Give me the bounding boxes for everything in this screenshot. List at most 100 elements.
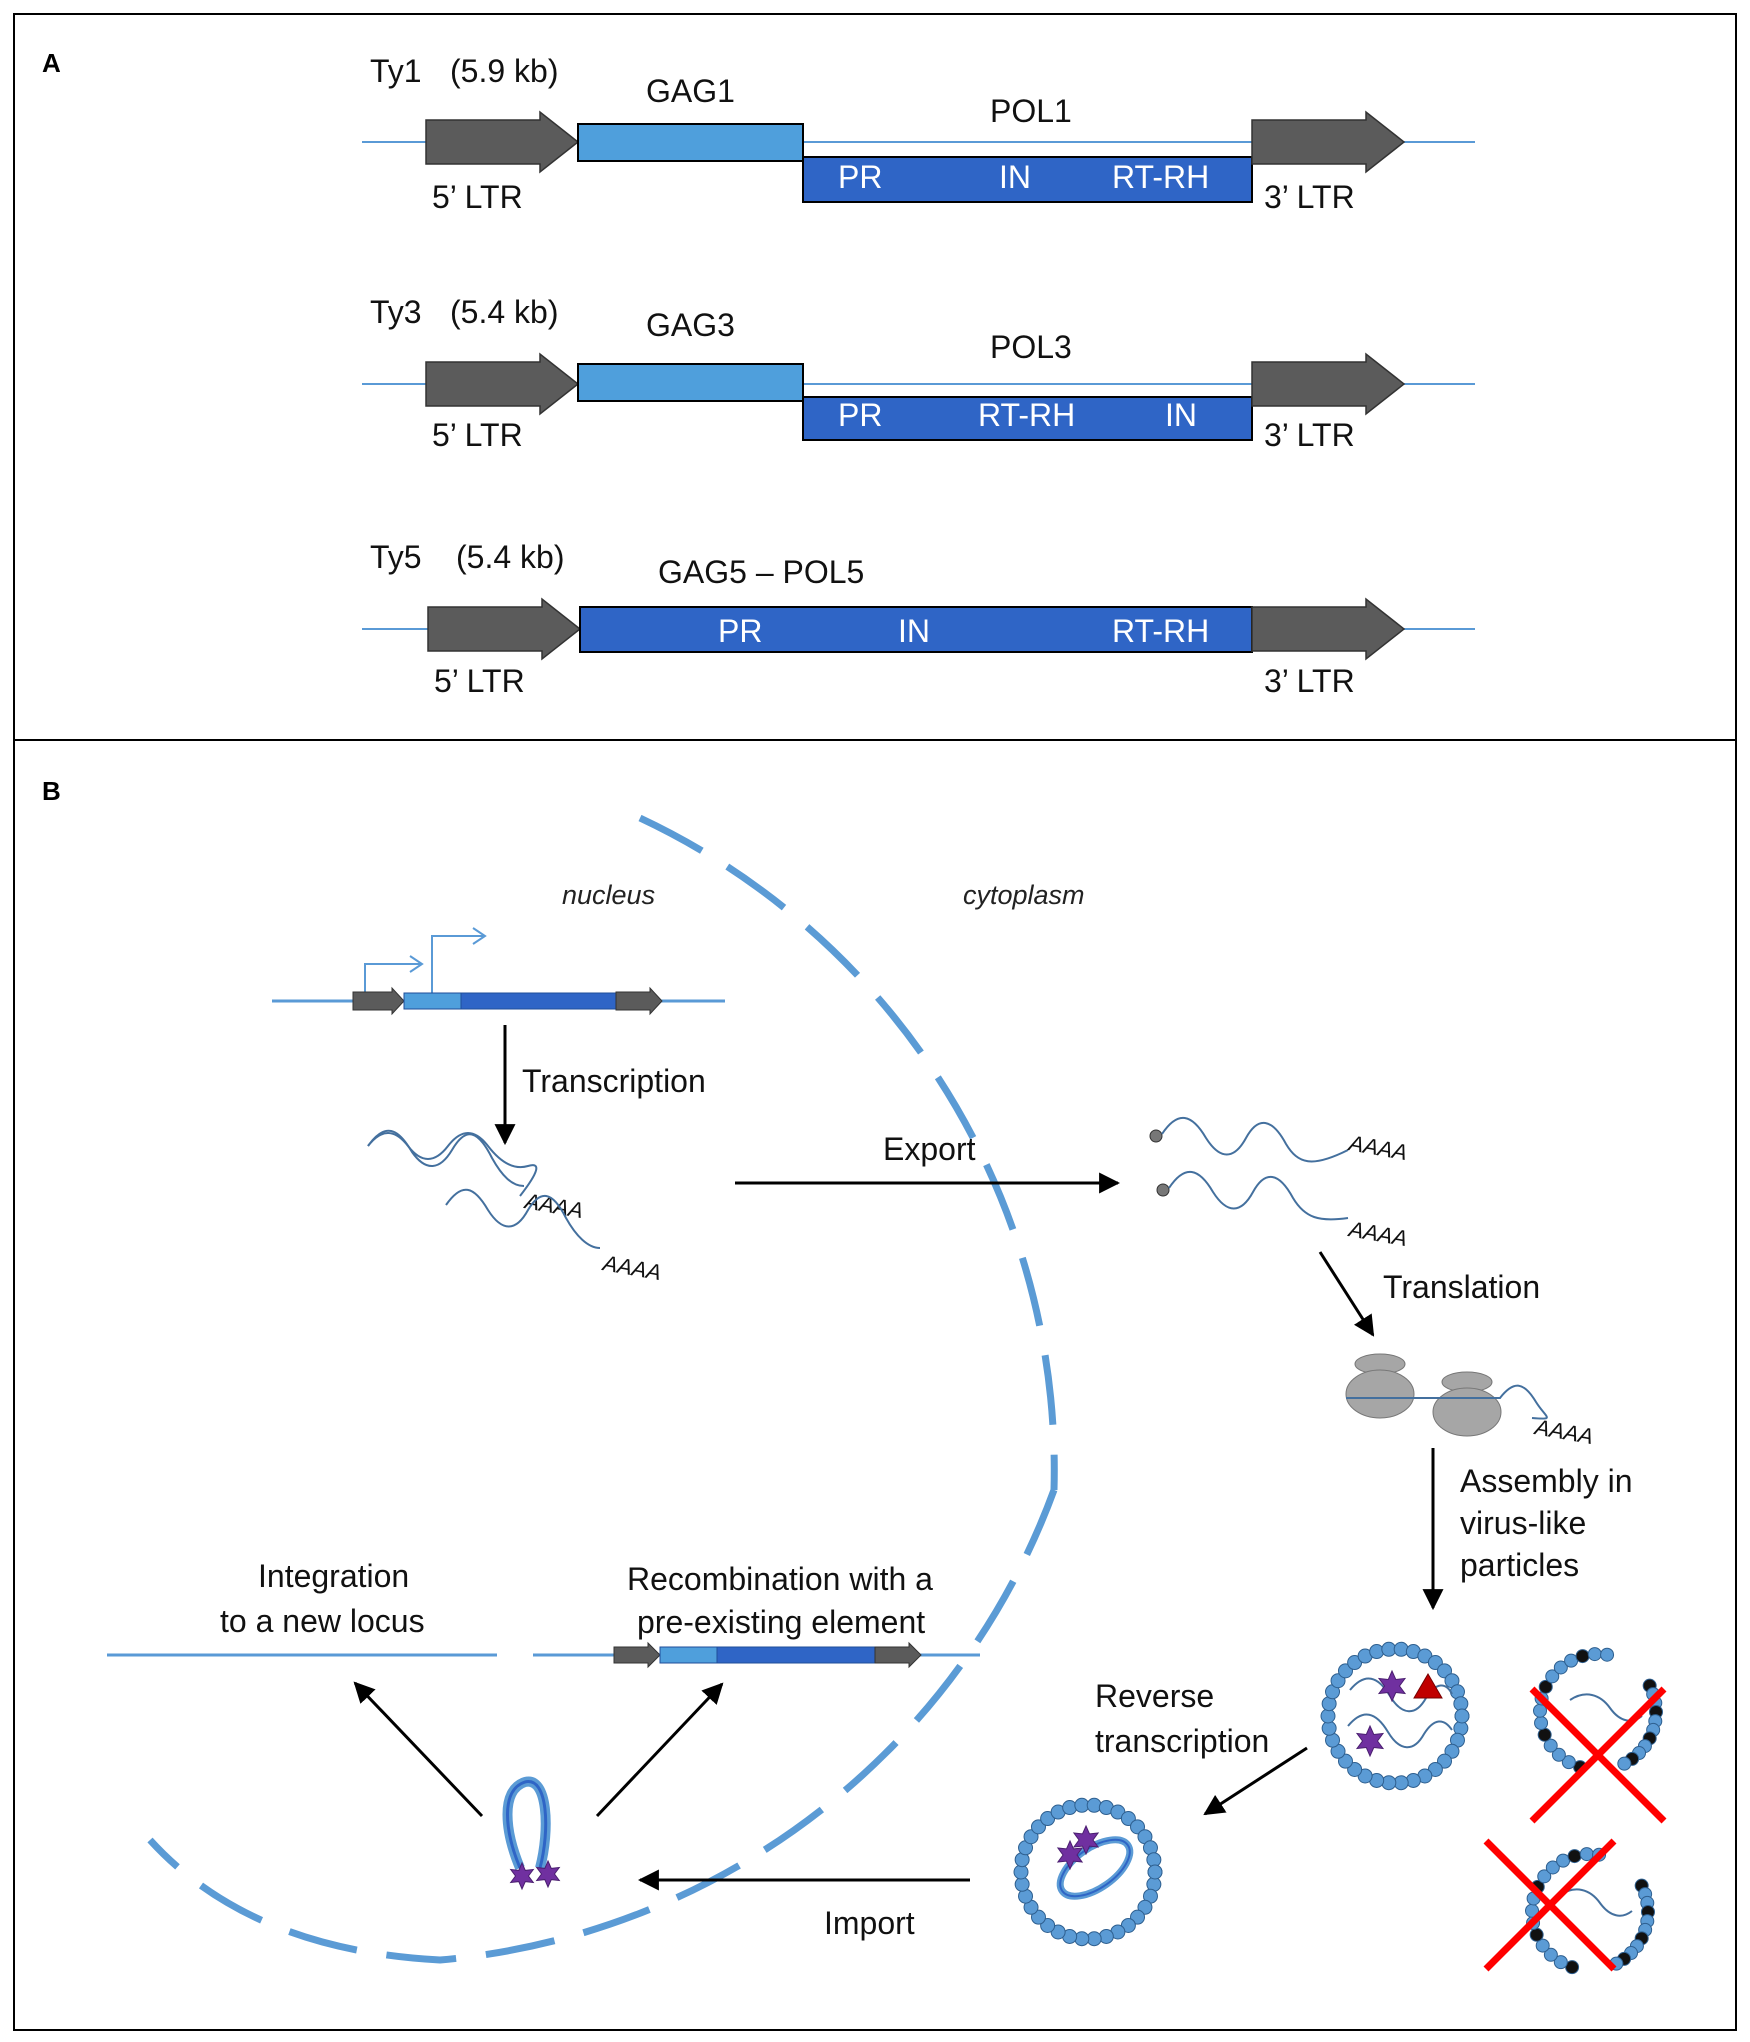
ty1-size: (5.9 kb) <box>450 53 558 89</box>
packaged-rna <box>1347 1713 1453 1749</box>
ty1-domain-rtrh: RT-RH <box>1112 159 1209 195</box>
capsid-bead <box>1454 1708 1470 1724</box>
assembly-label-line2: virus-like <box>1460 1505 1586 1541</box>
polya-tail-2: AAAA <box>599 1250 663 1285</box>
capsid-bead <box>1381 1775 1397 1791</box>
ty1-3ltr-label: 3’ LTR <box>1264 179 1355 215</box>
panel-a-letter: A <box>42 48 61 78</box>
ty1-pol-label: POL1 <box>990 93 1072 129</box>
ty5-domain-rtrh: RT-RH <box>1112 613 1209 649</box>
integrase-star <box>509 1861 535 1891</box>
ty3-3ltr-label: 3’ LTR <box>1264 417 1355 453</box>
cdna-loop-outline <box>1059 1838 1131 1898</box>
capsid-bead <box>1537 1869 1552 1884</box>
ty5-5ltr-arrow <box>427 597 582 661</box>
panel-b-letter: B <box>42 776 61 806</box>
ty3-pol-label: POL3 <box>990 329 1072 365</box>
integrase-proteins <box>509 1859 561 1891</box>
red-cross-stroke <box>1529 1686 1667 1824</box>
capsid-bead <box>1587 1647 1602 1662</box>
recombination-arrow <box>595 1682 724 1818</box>
integration-label-line2: to a new locus <box>220 1603 425 1639</box>
ty3-domain-pr: PR <box>838 397 882 433</box>
defective-particle-2 <box>1483 1838 1655 1975</box>
integrase-star <box>535 1859 561 1889</box>
reverse-transcription-arrow <box>1203 1746 1308 1816</box>
ty3-domain-in: IN <box>1165 397 1197 433</box>
translation-label: Translation <box>1383 1269 1540 1305</box>
ty1-5ltr-arrow <box>425 110 580 174</box>
dark-bead <box>1537 1727 1552 1742</box>
ty5-element-map: Ty5 (5.4 kb) GAG5 – POL5 PR IN RT-RH 5’ … <box>362 539 1475 699</box>
ty5-domain-pr: PR <box>718 613 762 649</box>
integrase-star <box>1355 1724 1385 1758</box>
capsid-bead <box>1551 1747 1566 1762</box>
dark-bead <box>1575 1649 1590 1664</box>
ty3-5ltr-arrow <box>425 352 580 416</box>
ty1-name: Ty1 <box>370 53 422 89</box>
defective-particle-1 <box>1529 1647 1667 1824</box>
reverse-transcription-label-line1: Reverse <box>1095 1678 1214 1714</box>
ty1-domain-pr: PR <box>838 159 882 195</box>
integrase-star <box>1377 1669 1407 1703</box>
capsid-bead <box>1086 1797 1102 1813</box>
pre-integration-complex <box>502 1776 551 1870</box>
capsid-bead <box>1600 1647 1615 1662</box>
ty3-element-map: Ty3 (5.4 kb) GAG3 POL3 PR RT-RH IN 5’ LT… <box>362 294 1475 453</box>
capsid-bead <box>1074 1931 1090 1947</box>
reverse-transcription-label-line2: transcription <box>1095 1723 1269 1759</box>
capsid-bead <box>1543 1738 1558 1753</box>
capsid-bead <box>1543 1947 1558 1962</box>
polya-tail-3: AAAA <box>1345 1130 1409 1165</box>
ty3-domain-rtrh: RT-RH <box>978 397 1075 433</box>
cytoplasmic-mrna: AAAA AAAA <box>1149 1116 1409 1251</box>
ty3-name: Ty3 <box>370 294 422 330</box>
transcription-label: Transcription <box>522 1063 706 1099</box>
ty5-3ltr-label: 3’ LTR <box>1264 663 1355 699</box>
promoter-arrow-1 <box>364 963 420 994</box>
cdna-loop <box>1056 1836 1134 1900</box>
capsid-bead <box>1147 1864 1163 1880</box>
ty1-pol-box <box>802 156 1253 203</box>
dark-bead <box>1567 1849 1582 1864</box>
red-cross-stroke <box>1483 1838 1617 1972</box>
ty5-gagpol-label: GAG5 – POL5 <box>658 554 864 590</box>
assembly-label-line3: particles <box>1460 1547 1579 1583</box>
ty3-3ltr-arrow <box>1251 352 1406 416</box>
ty3-gag-label: GAG3 <box>646 307 735 343</box>
promoter-arrow-2 <box>431 935 483 994</box>
reverse-transcriptase-triangle <box>1413 1673 1443 1699</box>
ty3-gag-box <box>577 363 804 402</box>
import-label: Import <box>824 1905 915 1941</box>
dark-bead <box>1538 1679 1553 1694</box>
ty1-gag-box <box>577 123 804 162</box>
ty5-3ltr-arrow <box>1251 597 1406 661</box>
capsid-bead <box>1098 1928 1114 1944</box>
ty5-domain-in: IN <box>898 613 930 649</box>
capsid-bead <box>1393 1641 1409 1657</box>
packaged-rna <box>1349 1677 1453 1713</box>
recombination-label-line2: pre-existing element <box>637 1604 925 1640</box>
ty5-5ltr-label: 5’ LTR <box>434 663 525 699</box>
ty5-size: (5.4 kb) <box>456 539 564 575</box>
recombination-label-line1: Recombination with a <box>627 1561 933 1597</box>
mature-vlp-with-cdna <box>1013 1797 1163 1947</box>
integrase-star <box>1056 1839 1084 1871</box>
capsid-bead <box>1369 1644 1385 1660</box>
export-label: Export <box>883 1131 976 1167</box>
capsid-bead <box>1579 1847 1594 1862</box>
nuclear-envelope <box>147 814 1058 1964</box>
capsid-bead <box>1545 1669 1560 1684</box>
dark-bead <box>1529 1927 1544 1942</box>
ty1-domain-in: IN <box>999 159 1031 195</box>
capsid-bead <box>1405 1772 1421 1788</box>
polya-tail-5: AAAA <box>1531 1414 1595 1449</box>
ty1-gag-label: GAG1 <box>646 73 735 109</box>
panel-b-frame <box>13 739 1737 2031</box>
ty1-element-map: Ty1 (5.9 kb) GAG1 POL1 PR IN RT-RH 5’ LT… <box>362 53 1475 215</box>
capsid-bead <box>1062 1800 1078 1816</box>
capsid-bead <box>1534 1715 1549 1730</box>
capsid-bead <box>1553 1660 1568 1675</box>
cytoplasm-label: cytoplasm <box>963 880 1085 910</box>
